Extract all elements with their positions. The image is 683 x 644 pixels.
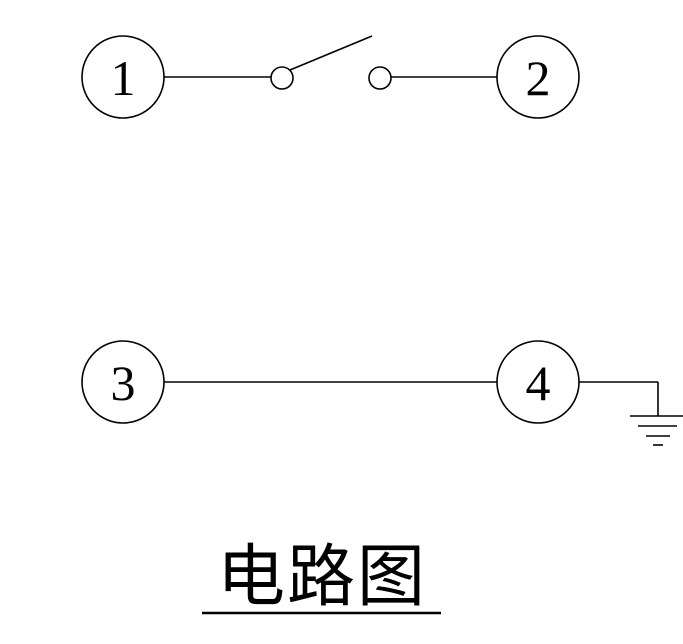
terminal-3-label: 3: [111, 355, 136, 411]
terminal-2: 2: [496, 35, 580, 119]
terminal-1: 1: [81, 35, 165, 119]
terminal-4-label: 4: [526, 355, 551, 411]
terminal-3: 3: [81, 340, 165, 424]
switch-icon: [270, 35, 392, 90]
terminal-1-label: 1: [111, 50, 136, 106]
terminal-2-label: 2: [526, 50, 551, 106]
switch-blade: [289, 35, 373, 71]
diagram-caption: 电路图: [217, 538, 427, 617]
switch-contact-right: [368, 66, 392, 90]
terminal-4: 4: [496, 340, 580, 424]
switch-contact-left: [270, 66, 294, 90]
ground-icon: [579, 381, 683, 446]
